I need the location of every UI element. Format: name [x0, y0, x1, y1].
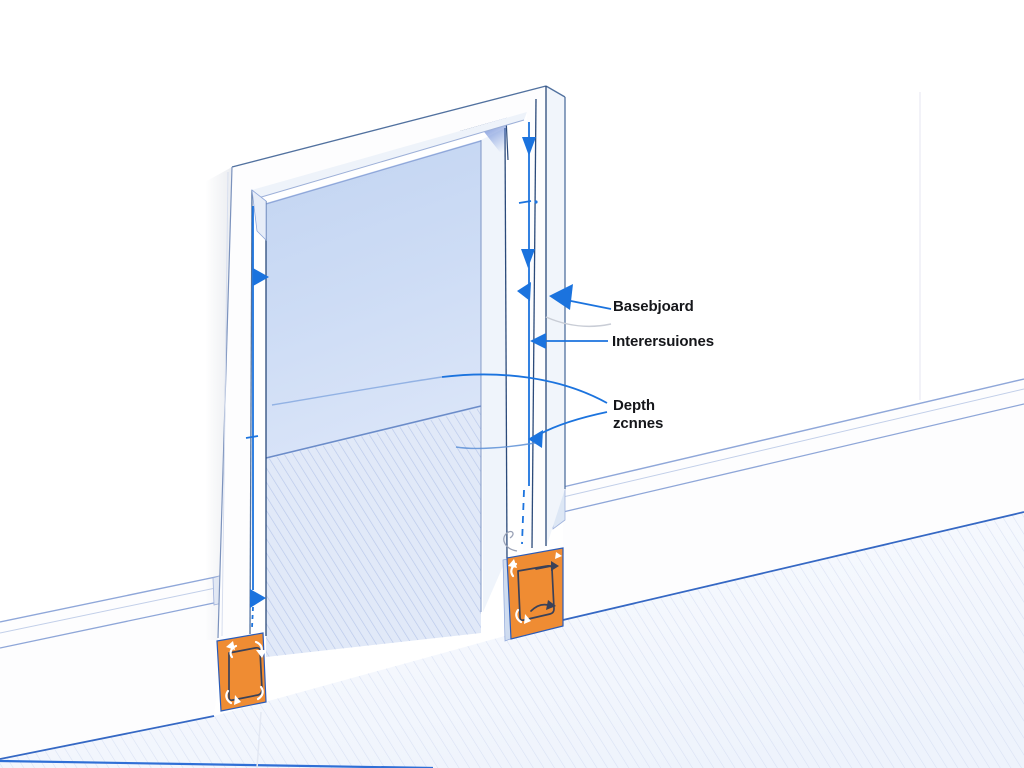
- jamb-corner-notch: [251, 189, 267, 241]
- right-casing-side-face: [546, 86, 565, 548]
- tick-mark: [245, 435, 259, 439]
- label-depth-zones: Depth zcnnes: [613, 397, 663, 433]
- depth-zones-leader-lower-cont: [455, 442, 536, 450]
- depth-zones-leader-upper: [441, 373, 608, 404]
- baseboard-leader: [565, 299, 612, 310]
- label-intersections: Interersuiones: [612, 333, 714, 351]
- right-arrow-icon: [253, 268, 269, 286]
- tick-mark: [518, 200, 532, 204]
- panel-top-edge: [265, 140, 482, 205]
- floor: [0, 512, 1024, 768]
- down-arrow-icon: [522, 137, 536, 156]
- baseboard-label-text: Basebjoard: [613, 298, 694, 315]
- interior-floor-hatching: [266, 408, 481, 657]
- depth-zones-leader-upper-cont: [271, 376, 443, 406]
- leader-lines: [271, 284, 612, 552]
- baseboard-floor-line: [0, 715, 215, 760]
- casing-shadow: [205, 167, 232, 640]
- baseboard-face: [563, 404, 1024, 620]
- rotate-corner-arrow-icon: [256, 685, 264, 701]
- baseboard-floor-line: [562, 511, 1024, 621]
- baseboard-cap: [563, 379, 1024, 512]
- door-panel: [266, 140, 481, 459]
- depth-zones-label-line2: zcnnes: [613, 415, 664, 432]
- floor-seam-line: [256, 711, 262, 768]
- down-arrow-icon: [521, 249, 535, 268]
- right-anchor-block: [506, 547, 564, 640]
- rotate-corner-arrow-icon: [225, 689, 233, 705]
- rotate-corner-arrow-icon: [515, 608, 523, 624]
- head-reveal: [252, 112, 527, 198]
- left-anchor-block: [216, 632, 267, 712]
- left-arrow-icon: [549, 284, 573, 310]
- interior-floor-junction: [265, 405, 482, 459]
- doorway-interior: [265, 116, 509, 657]
- left-arrow-icon: [528, 430, 543, 448]
- right-jamb-reveal: [481, 128, 507, 612]
- anchor-block: [506, 547, 564, 640]
- left-arrow-icon: [530, 333, 546, 349]
- rotate-corner-arrow-icon: [229, 644, 238, 659]
- label-baseboard: Basebjoard: [613, 298, 694, 316]
- depth-zones-leader-lower: [539, 411, 608, 435]
- floor-hatching: [0, 512, 1024, 768]
- pigtail-mark: [503, 530, 518, 552]
- faint-arc: [545, 316, 612, 328]
- floor-edge-line: [0, 759, 434, 768]
- head-casing: [232, 86, 546, 190]
- annotation-arrows: [245, 122, 538, 629]
- intersections-label-text: Interersuiones: [612, 333, 714, 350]
- left-jamb-casing: [218, 167, 252, 640]
- right-arrow-icon: [250, 589, 266, 608]
- baseboard-cap: [0, 574, 230, 648]
- anchor-sketch-outline: [228, 646, 263, 702]
- baseboard-face: [0, 600, 228, 759]
- left-arrow-icon: [517, 282, 531, 301]
- dashed-guide-line: [521, 489, 525, 545]
- depth-zones-label-line1: Depth: [613, 397, 655, 414]
